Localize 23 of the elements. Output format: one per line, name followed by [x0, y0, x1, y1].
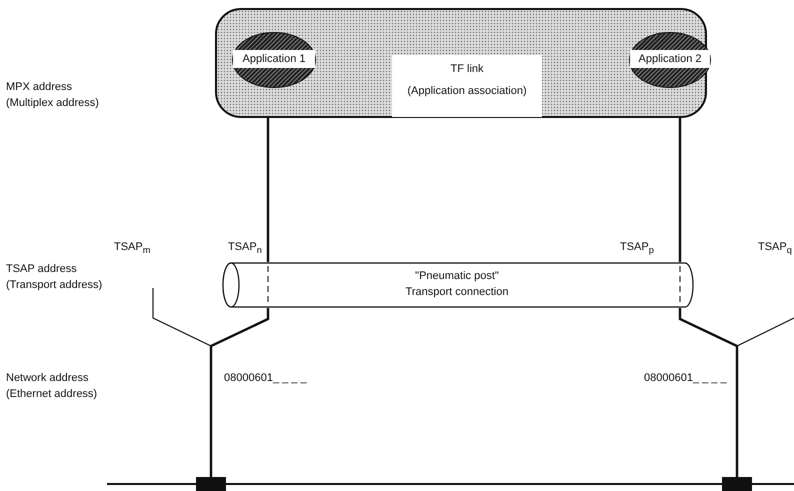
tsap-label: TSAP$_{q}$	[758, 240, 793, 258]
connector-line	[266, 118, 270, 262]
network-address: 08000601_ _ _ _	[224, 371, 308, 386]
tsap-label: TSAP$_{m}$	[114, 240, 152, 258]
connector-line	[210, 308, 270, 477]
application-label: Application 2	[630, 50, 710, 68]
tsap-label: TSAP$_{p}$	[620, 240, 655, 258]
link-label: (Application association)	[406, 85, 528, 97]
application-ellipse	[232, 32, 316, 88]
connector-line	[678, 118, 682, 262]
network-address: 08000601_ _ _ _	[644, 371, 728, 386]
bus-connector	[196, 477, 226, 491]
address-label: TSAP address (Transport address)	[6, 262, 104, 293]
link-label: TF link	[450, 63, 484, 75]
address-label: Network address (Ethernet address)	[6, 371, 98, 402]
connector-line	[678, 308, 738, 477]
application-ellipse	[629, 32, 711, 88]
bus-connector	[722, 477, 752, 491]
tsap-label: TSAP$_{n}$	[228, 240, 263, 258]
connector-line	[736, 318, 794, 477]
application-label: Application 1	[233, 50, 315, 68]
connector-line	[152, 288, 212, 477]
address-label: MPX address (Multiplex address)	[6, 80, 100, 111]
